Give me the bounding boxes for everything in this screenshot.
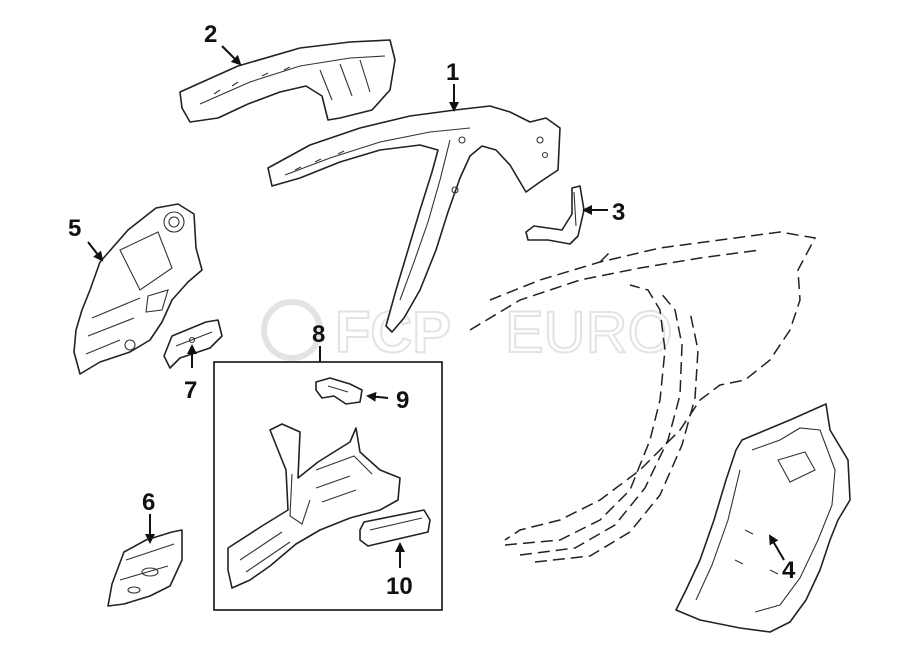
callout-1: 1 [446, 59, 459, 86]
watermark-logo-icon [261, 299, 323, 361]
part-8-reinforcement [227, 423, 401, 589]
part-1-quarter-inner-arch [267, 105, 561, 333]
callout-2: 2 [204, 21, 217, 48]
part-9-clip [315, 377, 363, 405]
leader-4 [768, 534, 785, 561]
leader-9 [366, 391, 389, 402]
callout-7: 7 [184, 377, 197, 404]
sub-assembly-box [213, 361, 443, 611]
leader-5 [87, 241, 104, 262]
callout-5: 5 [68, 215, 81, 242]
callout-9: 9 [396, 387, 409, 414]
callout-4: 4 [782, 557, 796, 584]
quarter-panel-outline [469, 231, 817, 563]
part-3-bracket [525, 185, 585, 245]
part-5-inner-panel [73, 203, 203, 375]
leader-arrows [87, 45, 785, 568]
part-10-plate [359, 509, 431, 547]
part-6-bracket [107, 529, 183, 607]
callout-6: 6 [142, 489, 155, 516]
part-2-upper-rail [179, 39, 396, 123]
callout-3: 3 [612, 199, 625, 226]
callout-10: 10 [386, 573, 413, 600]
callout-labels: 1 2 3 4 5 6 7 8 9 10 [68, 21, 796, 600]
part-4-wheelhouse [675, 403, 851, 633]
leader-2 [221, 45, 242, 66]
watermark-right: EURO [505, 300, 673, 365]
callout-8: 8 [312, 321, 325, 348]
